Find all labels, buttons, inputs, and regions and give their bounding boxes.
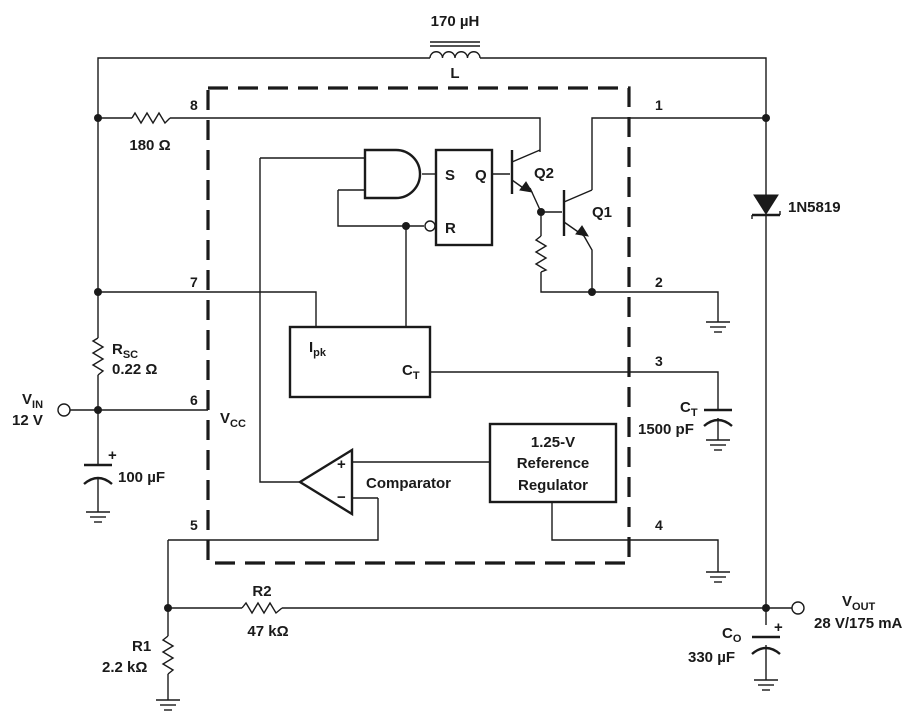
pin-4: 4 [655, 517, 663, 533]
input-capacitor-plus: + [108, 447, 117, 464]
inductor-l [429, 41, 481, 59]
ground-output-cap [754, 679, 778, 691]
flipflop-q: Q [475, 167, 487, 184]
co-plus: + [774, 619, 783, 636]
resistor-internal [534, 235, 548, 273]
pin-5: 5 [190, 517, 198, 533]
oscillator-block [288, 325, 432, 399]
transistor-q2 [510, 149, 541, 194]
vout-name: VOUT [842, 593, 876, 613]
ground-r1 [156, 699, 180, 711]
vout-value: 28 V/175 mA [814, 615, 903, 632]
pin-7: 7 [190, 274, 198, 290]
reference-line1: 1.25-V [531, 434, 575, 451]
inductor-value: 170 µH [431, 13, 480, 30]
inductor-name: L [450, 65, 459, 82]
input-capacitor [83, 463, 113, 502]
ground-pin4 [706, 571, 730, 583]
ct-pin-label: CT [402, 362, 420, 382]
input-capacitor-value: 100 µF [118, 469, 165, 486]
comparator-label: Comparator [366, 475, 451, 492]
ground-ct [706, 439, 730, 451]
pin-6: 6 [190, 392, 198, 408]
internal-wires [259, 157, 593, 483]
ct-cap-name: CT [680, 399, 698, 419]
comparator [297, 447, 354, 517]
diode-1n5819 [751, 194, 781, 219]
r2-name: R2 [252, 583, 271, 600]
ic-boundary [206, 86, 631, 565]
resistor-r2 [241, 601, 283, 615]
resistor-180-value: 180 Ω [129, 137, 170, 154]
ct-cap-value: 1500 pF [638, 421, 694, 438]
q1-label: Q1 [592, 204, 612, 221]
output-capacitor [751, 635, 781, 655]
vin-terminal[interactable] [57, 403, 71, 417]
and-gate [363, 148, 422, 200]
sr-flipflop [434, 148, 494, 247]
resistor-180 [131, 111, 171, 125]
co-value: 330 µF [688, 649, 735, 666]
ct-capacitor [703, 408, 733, 427]
ipk-label: Ipk [309, 339, 327, 359]
vcc-label: VCC [220, 410, 246, 430]
vout-terminal[interactable] [791, 601, 805, 615]
co-name: CO [722, 625, 742, 645]
flipflop-s: S [445, 167, 455, 184]
r2-value: 47 kΩ [247, 623, 288, 640]
resistor-rsc [91, 337, 105, 376]
q2-label: Q2 [534, 165, 554, 182]
r1-name: R1 [132, 638, 151, 655]
resistor-r1 [161, 635, 175, 675]
vin-value: 12 V [12, 412, 43, 429]
reference-line3: Regulator [518, 477, 588, 494]
reference-regulator [488, 422, 618, 504]
pin-3: 3 [655, 353, 663, 369]
flipflop-reset-bubble [424, 220, 436, 232]
pin-8: 8 [190, 97, 198, 113]
outer-wires [70, 57, 792, 700]
reference-line2: Reference [517, 455, 590, 472]
comparator-plus: + [337, 456, 346, 473]
r1-value: 2.2 kΩ [102, 659, 147, 676]
rsc-value: 0.22 Ω [112, 361, 157, 378]
vin-name: VIN [22, 391, 43, 411]
pin-2: 2 [655, 274, 663, 290]
rsc-name: RSC [112, 341, 138, 361]
ground-input-cap [86, 511, 110, 523]
junction-dots [94, 114, 770, 612]
pin-1: 1 [655, 97, 663, 113]
transistor-q1 [562, 189, 593, 237]
ground-pin2 [706, 321, 730, 333]
comparator-minus: − [337, 489, 346, 506]
diode-label: 1N5819 [788, 199, 841, 216]
flipflop-r: R [445, 220, 456, 237]
